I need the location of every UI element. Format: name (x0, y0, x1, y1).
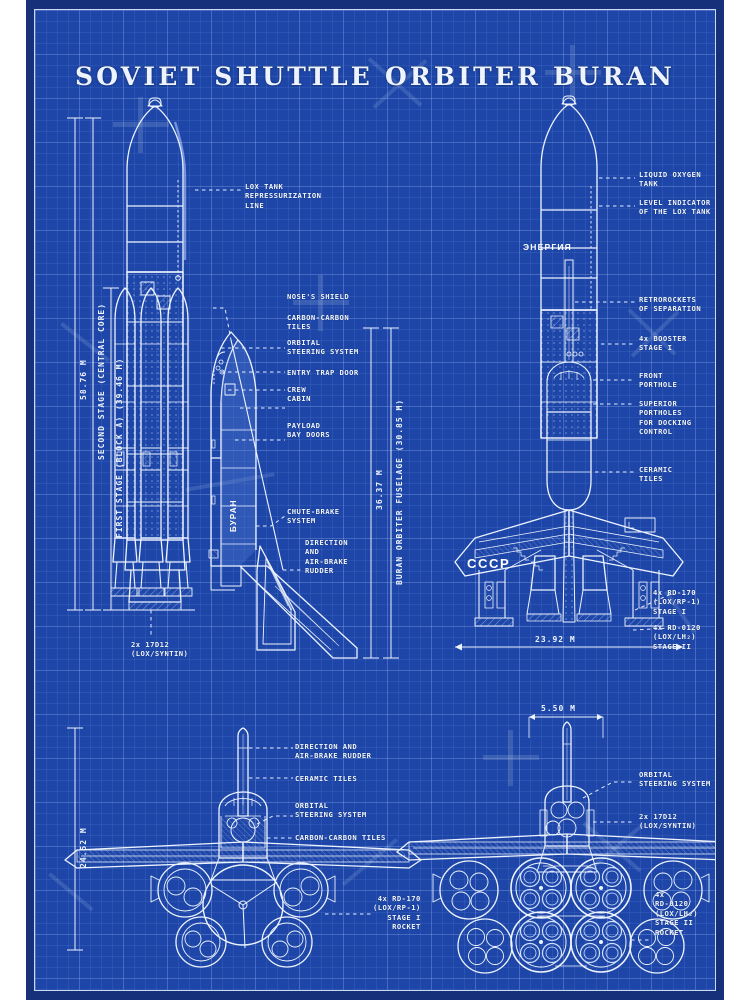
callout-rd-170-stage-i: 4x RD-170 (LOX/RP-1) STAGE I (653, 588, 701, 616)
callout-liquid-oxygen-tank: LIQUID OXYGEN TANK (639, 170, 702, 189)
callout-front-porthole: FRONT PORTHOLE (639, 371, 678, 390)
left-orbiter-side-view (208, 331, 358, 659)
blueprint-linework (64, 95, 715, 974)
callout-carbon-carbon-tiles: CARBON-CARBON TILES (287, 313, 350, 332)
callout-rd-170-rocket: 4x RD-170 (LOX/RP-1) STAGE I ROCKET (373, 894, 421, 932)
callout-orbital-steering-system: ORBITAL STEERING SYSTEM (287, 338, 359, 357)
dimension-second-stage: SECOND STAGE (CENTRAL CORE) (97, 302, 106, 460)
callout-payload-bay-doors: PAYLOAD BAY DOORS (287, 421, 330, 440)
callout-lox-tank-repressurization-line: LOX TANK REPRESSURIZATION LINE (245, 182, 322, 210)
callout-orbital-steering-system-2: ORBITAL STEERING SYSTEM (295, 801, 367, 820)
plus-mark (483, 755, 539, 760)
page-title: SOVIET SHUTTLE ORBITER BURAN (74, 62, 676, 91)
bottom-right-rear-view (396, 721, 715, 974)
callout-direction-air-brake-rudder: DIRECTION AND AIR-BRAKE RUDDER (305, 538, 348, 576)
dimension-stack-height-center: 36.37 M (375, 469, 384, 510)
drawing-layer (35, 10, 715, 990)
page-margin-left (0, 0, 26, 1000)
dimension-front-view-height: 24.52 M (79, 827, 88, 868)
callout-noses-shield: NOSE'S SHIELD (287, 292, 350, 301)
plus-mark (545, 70, 601, 75)
callout-rd-0120-rocket: 4x RD-0120 (LOX/LH₂) STAGE II ROCKET (655, 890, 698, 937)
craft-marking-cccp: CCCP (467, 556, 511, 571)
plus-mark (138, 97, 143, 153)
callout-orbital-steering-system-3: ORBITAL STEERING SYSTEM (639, 770, 711, 789)
dimension-lines (67, 117, 683, 951)
right-front-view-stack (454, 95, 684, 627)
left-side-view-stack (109, 97, 195, 611)
page-margin-right (724, 0, 750, 1000)
plus-mark (508, 730, 513, 786)
leader-lines (150, 177, 672, 941)
bottom-left-front-view (64, 727, 422, 968)
dimension-tail-width: 5.50 M (541, 704, 576, 713)
callout-booster-stage-i: 4x BOOSTER STAGE I (639, 334, 687, 353)
blueprint-sheet: SOVIET SHUTTLE ORBITER BURAN ЭНЕРГИЯ CCC… (34, 9, 716, 991)
callout-chute-brake-system: CHUTE-BRAKE SYSTEM (287, 507, 340, 526)
plus-mark (570, 45, 575, 101)
dimension-first-stage: FIRST STAGE (BLOCK A) (39.46 M) (115, 357, 124, 538)
callout-carbon-carbon-tiles-2: CARBON-CARBON TILES (295, 833, 386, 842)
callout-engine-17d12: 2x 17D12 (LOX/SYNTIN) (131, 640, 189, 659)
dimension-overall-height: 58.76 M (79, 359, 88, 400)
plus-mark (113, 122, 169, 127)
callout-level-indicator-lox-tank: LEVEL INDICATOR OF THE LOX TANK (639, 198, 711, 217)
craft-marking-energia: ЭНЕРГИЯ (523, 242, 572, 252)
callout-ceramic-tiles-2: CERAMIC TILES (295, 774, 358, 783)
callout-retrorockets-of-separation: RETROROCKETS OF SEPARATION (639, 295, 702, 314)
plus-mark (318, 275, 323, 331)
callout-entry-trap-door: ENTRY TRAP DOOR (287, 368, 359, 377)
callout-engine-17d12-2: 2x 17D12 (LOX/SYNTIN) (639, 812, 697, 831)
dimension-fuselage-length: BURAN ORBITER FUSELAGE (30.85 M) (395, 398, 404, 585)
plus-mark (293, 300, 349, 305)
callout-rd-0120-stage-ii: 4x RD-0120 (LOX/LH₂) STAGE II (653, 623, 701, 651)
callout-superior-portholes: SUPERIOR PORTHOLES FOR DOCKING CONTROL (639, 399, 692, 437)
callout-direction-air-brake-rudder-2: DIRECTION AND AIR-BRAKE RUDDER (295, 742, 372, 761)
dimension-wingspan: 23.92 M (535, 635, 576, 644)
callout-crew-cabin: CREW CABIN (287, 385, 311, 404)
callout-ceramic-tiles: CERAMIC TILES (639, 465, 673, 484)
craft-marking-buran: БУРАН (229, 499, 238, 532)
